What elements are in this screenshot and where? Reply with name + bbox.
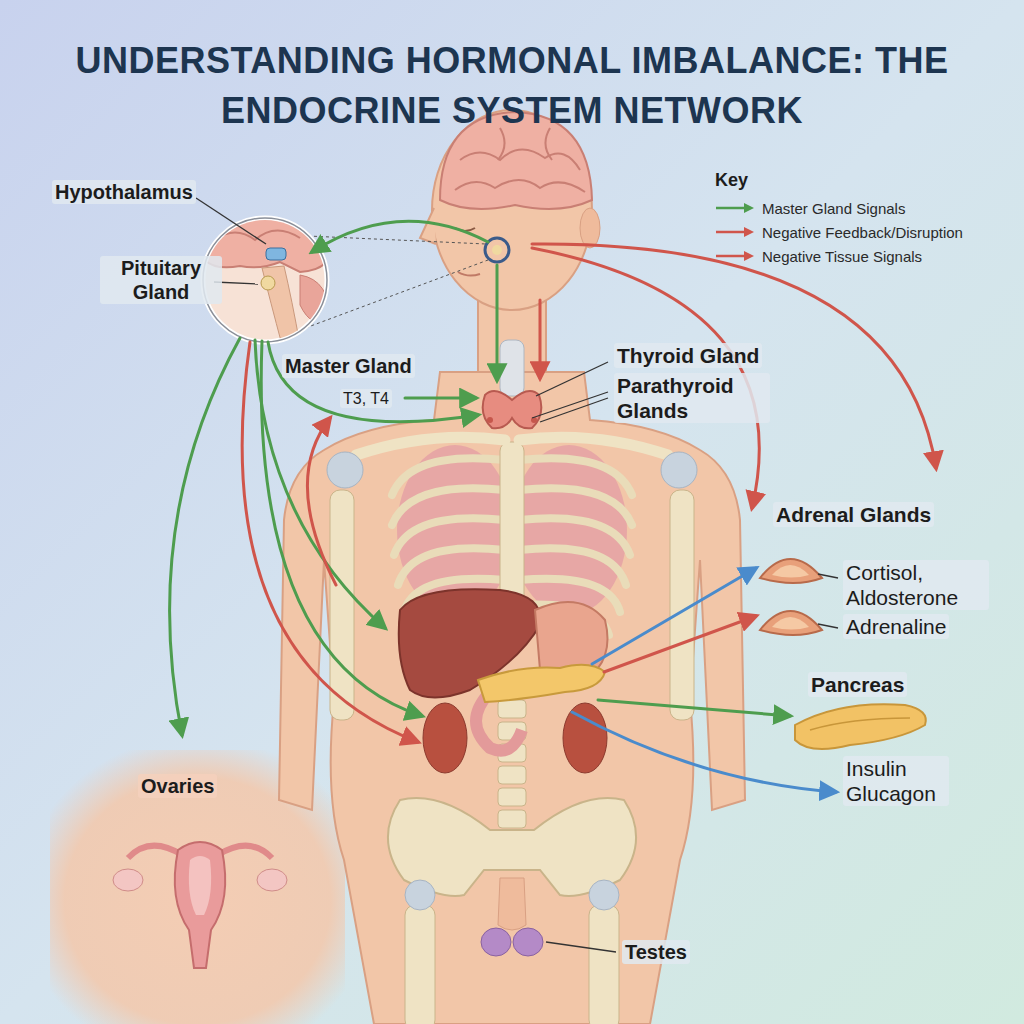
legend-text: Master Gland Signals [762, 200, 905, 217]
legend-arrow-sample [712, 201, 756, 215]
leader-lines [196, 198, 838, 952]
diagram-title: UNDERSTANDING HORMONAL IMBALANCE: THE EN… [72, 36, 952, 135]
hormone-label: Insulin Glucagon [843, 756, 949, 806]
legend-arrow-sample [712, 225, 756, 239]
legend-text: Negative Feedback/Disruption [762, 224, 963, 241]
legend-text: Negative Tissue Signals [762, 248, 922, 265]
signal-arrows [170, 221, 936, 792]
gland-label: Master Gland [282, 354, 415, 378]
brain-inset [200, 205, 488, 345]
hormone-label: T3, T4 [340, 389, 392, 408]
legend-arrow-sample [712, 249, 756, 263]
gland-label: Adrenal Glands [773, 502, 934, 527]
gland-label: Thyroid Gland [614, 343, 762, 368]
gland-label: Pituitary Gland [100, 256, 222, 304]
legend-item: Negative Feedback/Disruption [712, 220, 963, 244]
gland-label: Parathyroid Glands [614, 373, 770, 423]
gland-label: Testes [622, 940, 690, 964]
gland-label: Pancreas [808, 672, 907, 697]
gland-label: Ovaries [138, 774, 217, 798]
hormone-label: Cortisol, Aldosterone [843, 560, 989, 610]
human-body [279, 110, 745, 1024]
hormone-label: Adrenaline [843, 614, 949, 639]
legend-item: Negative Tissue Signals [712, 244, 963, 268]
legend-item: Master Gland Signals [712, 196, 963, 220]
gland-label: Hypothalamus [52, 180, 196, 204]
legend-heading: Key [712, 170, 751, 192]
legend: Master Gland SignalsNegative Feedback/Di… [712, 196, 963, 268]
